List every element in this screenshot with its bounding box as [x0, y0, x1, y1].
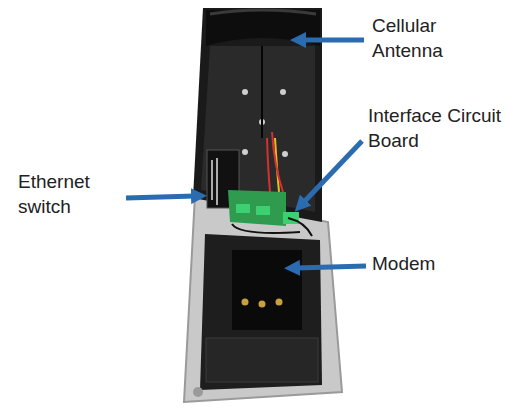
mount-plate	[200, 234, 322, 390]
hole	[280, 89, 286, 95]
wires	[232, 218, 312, 236]
cable	[261, 46, 263, 138]
switch-cables	[212, 158, 217, 205]
red-wire	[272, 132, 283, 192]
circuit-board	[228, 190, 286, 226]
connector	[259, 301, 266, 308]
part-label: Modem	[372, 252, 472, 277]
base-tray	[184, 195, 342, 402]
part-label: Cellular Antenna	[372, 14, 472, 63]
terminal-block	[256, 206, 270, 215]
red-wire	[267, 138, 270, 192]
part-label: Ethernet switch	[18, 170, 118, 219]
leader-arrows	[126, 40, 366, 268]
leader-arrow	[126, 196, 195, 198]
modem	[232, 250, 302, 330]
part-label: Interface Circuit Board	[368, 104, 504, 153]
antenna-edge	[210, 10, 316, 14]
leader-arrow	[302, 38, 364, 43]
enclosure	[184, 8, 342, 402]
hole	[282, 151, 288, 157]
leader-arrow	[296, 266, 366, 268]
foot	[193, 387, 203, 397]
lid-panel	[201, 46, 315, 212]
lower-box	[206, 338, 318, 382]
leader-arrow	[303, 141, 362, 203]
connector	[276, 299, 283, 306]
terminal-block	[236, 204, 250, 213]
connector	[242, 299, 249, 306]
hole	[242, 89, 248, 95]
hole	[242, 149, 248, 155]
